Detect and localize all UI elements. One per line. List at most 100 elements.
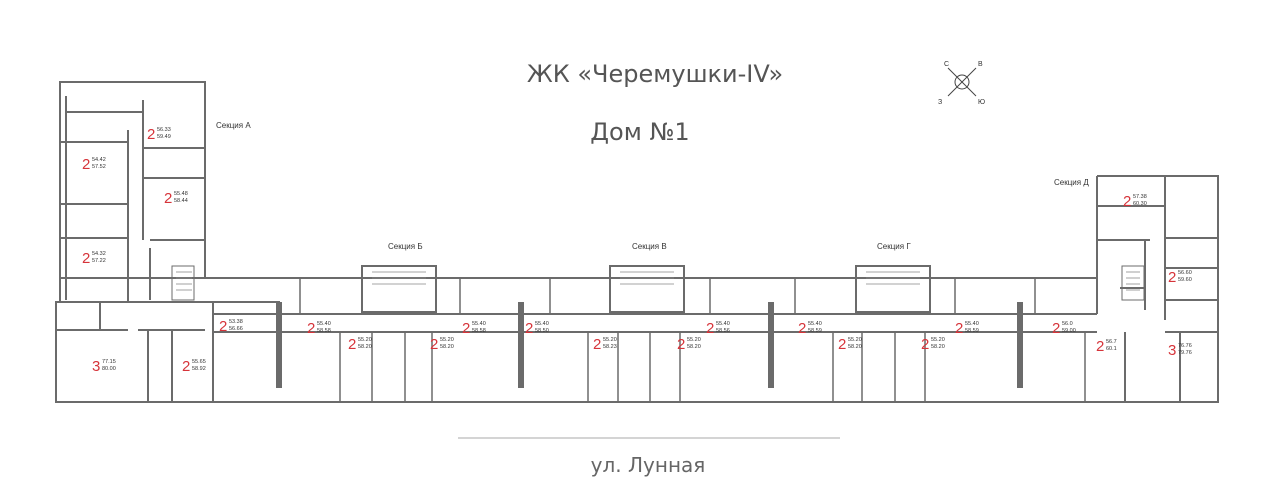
apartment-rooms: 2 bbox=[82, 156, 90, 173]
apartment-living-area: 76.76 bbox=[1178, 343, 1192, 349]
apartment-living-area: 56.7 bbox=[1106, 339, 1117, 345]
compass-west: З bbox=[938, 99, 942, 106]
apartment-living-area: 55.20 bbox=[687, 337, 701, 343]
apartment-total-area: 56.66 bbox=[229, 326, 243, 332]
compass-south: Ю bbox=[978, 99, 985, 106]
apartment-rooms: 2 bbox=[1168, 269, 1176, 286]
apartment-total-area: 58.50 bbox=[535, 328, 549, 334]
apartment-rooms: 2 bbox=[1123, 193, 1131, 210]
apartment-total-area: 60.30 bbox=[1133, 201, 1147, 207]
apartment-total-area: 58.20 bbox=[358, 344, 372, 350]
apartment-rooms: 2 bbox=[921, 336, 929, 353]
apartment-living-area: 54.32 bbox=[92, 251, 106, 257]
compass-north: С bbox=[944, 61, 949, 68]
apartment-total-area: 79.76 bbox=[1178, 350, 1192, 356]
stairs bbox=[176, 271, 1140, 291]
apartment-living-area: 53.38 bbox=[229, 319, 243, 325]
apartment-living-area: 55.40 bbox=[472, 321, 486, 327]
apartment-living-area: 55.20 bbox=[848, 337, 862, 343]
partition-walls bbox=[299, 278, 1086, 402]
apartment-total-area: 58.44 bbox=[174, 198, 188, 204]
section-label-a: Секция А bbox=[216, 121, 251, 130]
apartment-living-area: 55.20 bbox=[440, 337, 454, 343]
apartment-living-area: 55.65 bbox=[192, 359, 206, 365]
apartment-living-area: 77.15 bbox=[102, 359, 116, 365]
apartment-living-area: 55.20 bbox=[603, 337, 617, 343]
street-name: ул. Лунная bbox=[591, 453, 706, 477]
apartment-total-area: 58.58 bbox=[472, 328, 486, 334]
apartment-total-area: 58.92 bbox=[192, 366, 206, 372]
apartment-rooms: 2 bbox=[164, 190, 172, 207]
apartment-rooms: 2 bbox=[955, 320, 963, 337]
apartment-living-area: 55.48 bbox=[174, 191, 188, 197]
apartment-total-area: 57.22 bbox=[92, 258, 106, 264]
apartment-living-area: 55.40 bbox=[965, 321, 979, 327]
apartment-living-area: 54.42 bbox=[92, 157, 106, 163]
apartment-living-area: 56.60 bbox=[1178, 270, 1192, 276]
apartment-living-area: 56.33 bbox=[157, 127, 171, 133]
apartment-total-area: 58.58 bbox=[317, 328, 331, 334]
apartment-rooms: 2 bbox=[525, 320, 533, 337]
apartment-total-area: 58.20 bbox=[440, 344, 454, 350]
apartment-rooms: 2 bbox=[219, 318, 227, 335]
apartment-total-area: 58.20 bbox=[848, 344, 862, 350]
apartment-living-area: 55.40 bbox=[808, 321, 822, 327]
apartment-living-area: 55.40 bbox=[716, 321, 730, 327]
compass-east: В bbox=[978, 61, 983, 68]
apartment-living-area: 56.0 bbox=[1062, 321, 1073, 327]
apartment-total-area: 58.20 bbox=[687, 344, 701, 350]
apartment-rooms: 2 bbox=[593, 336, 601, 353]
apartment-rooms: 2 bbox=[677, 336, 685, 353]
apartment-rooms: 2 bbox=[1052, 320, 1060, 337]
apartment-rooms: 3 bbox=[92, 358, 100, 375]
apartment-rooms: 2 bbox=[838, 336, 846, 353]
house-title: Дом №1 bbox=[590, 118, 689, 146]
apartment-rooms: 2 bbox=[182, 358, 190, 375]
apartment-total-area: 59.00 bbox=[1062, 328, 1076, 334]
building-walls bbox=[55, 81, 1219, 403]
apartment-rooms: 2 bbox=[462, 320, 470, 337]
apartment-total-area: 58.20 bbox=[931, 344, 945, 350]
apartment-living-area: 55.40 bbox=[317, 321, 331, 327]
apartment-rooms: 2 bbox=[1096, 338, 1104, 355]
apartment-total-area: 80.00 bbox=[102, 366, 116, 372]
apartment-rooms: 2 bbox=[706, 320, 714, 337]
apartment-living-area: 55.20 bbox=[931, 337, 945, 343]
apartment-rooms: 2 bbox=[147, 126, 155, 143]
apartment-rooms: 2 bbox=[430, 336, 438, 353]
apartment-living-area: 55.20 bbox=[358, 337, 372, 343]
section-label-v: Секция В bbox=[632, 242, 667, 251]
apartment-total-area: 59.60 bbox=[1178, 277, 1192, 283]
section-label-d: Секция Д bbox=[1054, 178, 1089, 187]
apartment-total-area: 59.49 bbox=[157, 134, 171, 140]
apartment-rooms: 2 bbox=[348, 336, 356, 353]
load-bearing-walls bbox=[276, 302, 1023, 388]
apartment-rooms: 2 bbox=[82, 250, 90, 267]
apartment-living-area: 57.38 bbox=[1133, 194, 1147, 200]
section-label-g: Секция Г bbox=[877, 242, 911, 251]
section-label-b: Секция Б bbox=[388, 242, 423, 251]
